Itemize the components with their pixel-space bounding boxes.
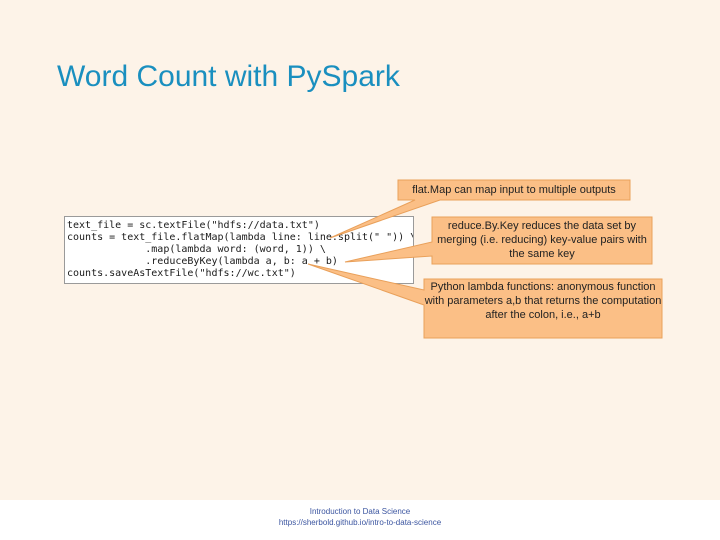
callout-flatmap-shape: [329, 179, 631, 239]
callout-lambda-shape: [307, 263, 663, 339]
callout-flatmap-text: flat.Map can map input to multiple outpu…: [412, 184, 616, 196]
code-line-5: counts.saveAsTextFile("hdfs://wc.txt"): [67, 268, 413, 280]
callout-reducebykey-shape: [344, 216, 653, 265]
code-text-4: .reduceByKey(lambda a, b: a + b): [67, 256, 338, 267]
code-line-2: counts = text_file.flatMap(lambda line: …: [67, 232, 413, 244]
code-text-1: text_file = sc.textFile("hdfs://data.txt…: [67, 220, 320, 231]
code-line-4: .reduceByKey(lambda a, b: a + b): [67, 256, 413, 268]
code-text-5: counts.saveAsTextFile("hdfs://wc.txt"): [67, 268, 296, 279]
slide-title: Word Count with PySpark: [57, 60, 400, 93]
footer-bar: [0, 500, 720, 540]
footer: Introduction to Data Science https://she…: [0, 506, 720, 528]
code-line-1: text_file = sc.textFile("hdfs://data.txt…: [67, 220, 413, 232]
footer-url[interactable]: https://sherbold.github.io/intro-to-data…: [278, 518, 442, 527]
callout-reducebykey-text: reduce.By.Key reduces the data set by me…: [437, 220, 647, 260]
code-line-3: .map(lambda word: (word, 1)) \: [67, 244, 413, 256]
code-text-2: counts = text_file.flatMap(lambda line: …: [67, 232, 413, 243]
footer-course: Introduction to Data Science: [309, 507, 411, 516]
callout-lambda-text: Python lambda functions: anonymous funct…: [424, 281, 662, 321]
code-text-3: .map(lambda word: (word, 1)) \: [67, 244, 326, 255]
